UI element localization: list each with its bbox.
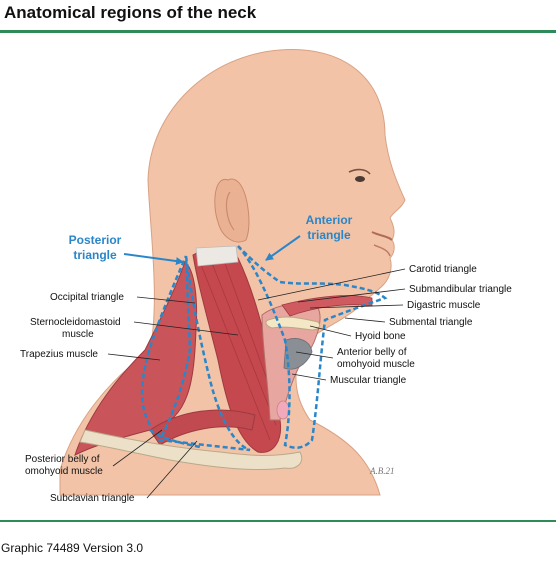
anterior-triangle-label: Anterior triangle (265, 213, 353, 261)
footer-divider (0, 520, 556, 522)
label-submental-triangle: Submental triangle (344, 317, 473, 328)
carotid-triangle-text: Carotid triangle (409, 264, 477, 275)
label-submandibular-triangle: Submandibular triangle (297, 284, 512, 303)
trapezius-text: Trapezius muscle (20, 349, 98, 360)
label-digastric: Digastric muscle (309, 300, 481, 311)
submandibular-triangle-text: Submandibular triangle (409, 284, 512, 295)
posterior-triangle-label-line2: triangle (73, 248, 117, 262)
digastric-text: Digastric muscle (407, 300, 481, 311)
post-omohyoid-text-line2: omohyoid muscle (25, 466, 103, 477)
anterior-triangle-label-line1: Anterior (306, 213, 353, 227)
ant-omohyoid-text-line1: Anterior belly of (337, 347, 407, 358)
figure-title: Anatomical regions of the neck (4, 3, 257, 22)
label-sternocleidomastoid: Sternocleidomastoid muscle (30, 317, 239, 340)
trapezius-muscle (74, 261, 198, 456)
posterior-triangle-label: Posterior triangle (69, 233, 184, 266)
scm-text-line1: Sternocleidomastoid (30, 317, 121, 328)
label-anterior-omohyoid: Anterior belly of omohyoid muscle (295, 347, 415, 370)
occipital-triangle-text: Occipital triangle (50, 292, 124, 303)
graphic-version-footer: Graphic 74489 Version 3.0 (1, 541, 144, 555)
face-features (348, 168, 393, 257)
submental-triangle-text: Submental triangle (389, 317, 473, 328)
label-trapezius: Trapezius muscle (20, 349, 161, 361)
title-divider (0, 30, 556, 33)
clavicle (79, 429, 303, 471)
ear (214, 178, 250, 243)
posterior-triangle-arrow (123, 253, 184, 266)
subclavian-triangle-text: Subclavian triangle (50, 493, 135, 504)
label-posterior-omohyoid: Posterior belly of omohyoid muscle (25, 429, 163, 477)
ant-omohyoid-text-line2: omohyoid muscle (337, 359, 415, 370)
artist-signature: A.B.21 (369, 466, 395, 476)
anterior-triangle-arrow (265, 235, 301, 261)
label-hyoid: Hyoid bone (309, 325, 406, 342)
neck-anatomy-illustration: Posterior triangle Anterior triangle Occ… (20, 49, 512, 504)
label-subclavian-triangle: Subclavian triangle (50, 440, 198, 504)
sternocleidomastoid-muscle (192, 245, 282, 453)
posterior-belly-omohyoid (149, 409, 256, 446)
label-occipital-triangle: Occipital triangle (50, 292, 196, 304)
anterior-neck-structures (261, 303, 321, 421)
hyoid-text: Hyoid bone (355, 331, 406, 342)
label-muscular-triangle: Muscular triangle (291, 373, 407, 386)
post-omohyoid-text-line1: Posterior belly of (25, 454, 100, 465)
anterior-triangle-label-line2: triangle (307, 228, 351, 242)
label-carotid-triangle: Carotid triangle (257, 264, 477, 301)
scm-text-line2: muscle (62, 329, 94, 340)
posterior-triangle-label-line1: Posterior (69, 233, 122, 247)
muscular-triangle-text: Muscular triangle (330, 375, 407, 386)
